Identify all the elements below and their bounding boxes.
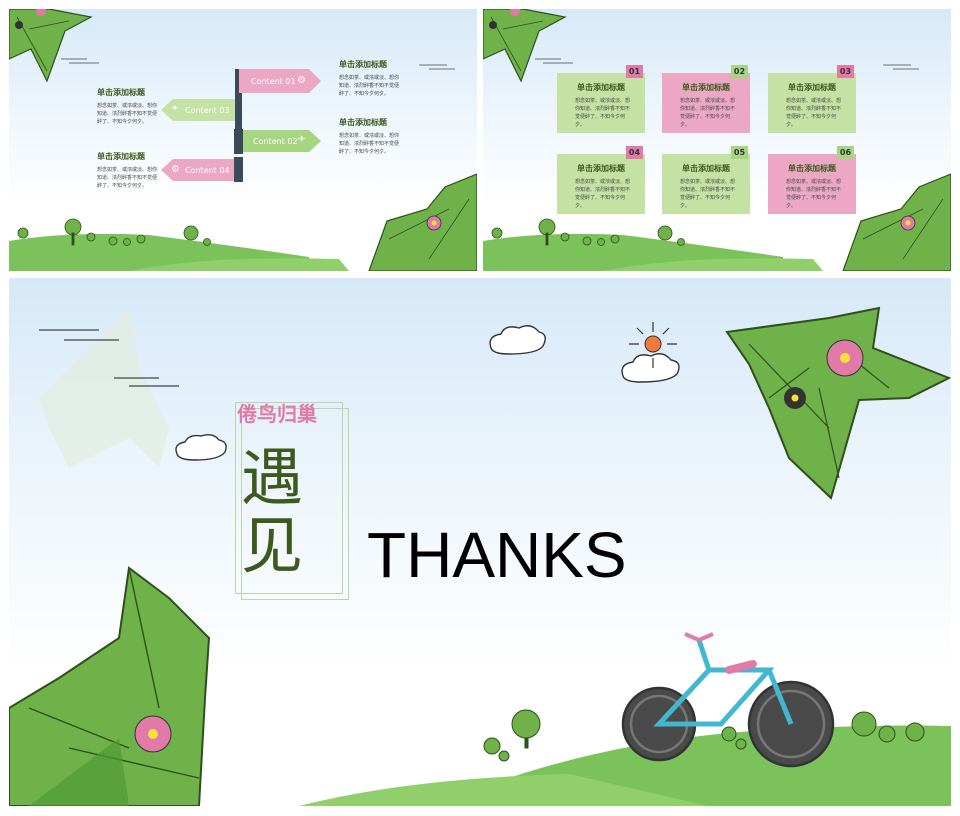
flower-dark [784, 387, 806, 409]
leaf-top-left [483, 9, 567, 83]
flower-pink [134, 715, 172, 753]
leaf-top-left [9, 9, 93, 83]
content-card-05: 05 单击添加标题 想念如茶、或浓或淡、想你知道、浓烈醉香不知不觉便醉了、不知今… [662, 146, 750, 214]
content-card-04: 04 单击添加标题 想念如茶、或浓或淡、想你知道、浓烈醉香不知不觉便醉了、不知今… [557, 146, 645, 214]
card-body: 想念如茶、或浓或淡、想你知道、浓烈醉香不知不觉便醉了、不知今夕何夕。 [680, 179, 736, 209]
content-card-03: 03 单击添加标题 想念如茶、或浓或淡、想你知道、浓烈醉香不知不觉便醉了、不知今… [768, 65, 856, 133]
flower-dark [15, 21, 23, 29]
sign-content-03 [161, 99, 235, 121]
card-title: 单击添加标题 [577, 164, 625, 173]
title-frame [235, 402, 343, 594]
gear-icon: ⚙ [297, 75, 306, 86]
content-card-02: 02 单击添加标题 想念如茶、或浓或淡、想你知道、浓烈醉香不知不觉便醉了、不知今… [662, 65, 750, 133]
sign-content-02 [241, 130, 321, 152]
faint-leaf [39, 308, 169, 468]
block-title: 单击添加标题 [339, 60, 387, 69]
text-block-right-1: 单击添加标题 想念如茶、或浓或淡、想你知道、浓烈醉香不知不觉便醉了、不知今夕何夕… [339, 59, 401, 98]
subtitle: 倦鸟归巢 [237, 402, 317, 426]
card-number: 03 [837, 65, 854, 78]
card-number: 04 [626, 146, 643, 159]
trees [491, 218, 685, 246]
sun-icon [629, 322, 677, 368]
wind-lines [535, 58, 573, 64]
bicycle [621, 632, 835, 768]
card-number: 06 [837, 146, 854, 159]
card-title: 单击添加标题 [577, 83, 625, 92]
slide-content-signposts: Content 01 ⚙ Content 03 ✦ Content 02 ✈ C… [9, 9, 477, 271]
card-body: 想念如茶、或浓或淡、想你知道、浓烈醉香不知不觉便醉了、不知今夕何夕。 [786, 179, 842, 209]
card-body: 想念如茶、或浓或淡、想你知道、浓烈醉香不知不觉便醉了、不知今夕何夕。 [680, 98, 736, 128]
block-body: 想念如茶、或浓或淡、想你知道、浓烈醉香不知不觉便醉了、不知今夕何夕。 [339, 133, 400, 155]
thanks-text: THANKS [367, 519, 627, 591]
clouds [175, 325, 680, 461]
text-block-left-2: 单击添加标题 想念如茶、或浓或淡、想你知道、浓烈醉香不知不觉便醉了、不知今夕何夕… [97, 151, 159, 190]
card-body: 想念如茶、或浓或淡、想你知道、浓烈醉香不知不觉便醉了、不知今夕何夕。 [786, 98, 842, 128]
leaf-top-right [725, 306, 951, 500]
slide3-background-art [9, 306, 951, 806]
card-body: 想念如茶、或浓或淡、想你知道、浓烈醉香不知不觉便醉了、不知今夕何夕。 [575, 179, 631, 209]
card-body: 想念如茶、或浓或淡、想你知道、浓烈醉香不知不觉便醉了、不知今夕何夕。 [575, 98, 631, 128]
slide-content-cards: 01 单击添加标题 想念如茶、或浓或淡、想你知道、浓烈醉香不知不觉便醉了、不知今… [483, 9, 951, 271]
leaf-bottom-right [368, 173, 477, 271]
lightbulb-icon: ✦ [171, 104, 179, 114]
block-body: 想念如茶、或浓或淡、想你知道、浓烈醉香不知不觉便醉了、不知今夕何夕。 [97, 103, 158, 125]
card-number: 02 [731, 65, 748, 78]
card-title: 单击添加标题 [682, 164, 730, 173]
flower-pink [826, 339, 864, 377]
text-block-right-2: 单击添加标题 想念如茶、或浓或淡、想你知道、浓烈醉香不知不觉便醉了、不知今夕何夕… [339, 117, 401, 156]
sign-label-content-03: Content 03 [185, 106, 230, 115]
card-title: 单击添加标题 [788, 164, 836, 173]
signpost-pole [235, 69, 242, 154]
card-number: 01 [626, 65, 643, 78]
title-frame-offset [241, 408, 349, 600]
sign-content-04 [161, 159, 235, 181]
leaf-bottom-right [842, 173, 951, 271]
gear-icon: ⚙ [171, 164, 180, 175]
block-title: 单击添加标题 [97, 88, 145, 97]
slide1-background-art [9, 9, 477, 271]
sign-label-content-04: Content 04 [185, 166, 230, 175]
sign-content-01 [239, 69, 321, 93]
trees [17, 218, 211, 246]
sign-label-content-01: Content 01 [251, 77, 296, 86]
satellite-icon: ✈ [298, 135, 306, 145]
card-title: 单击添加标题 [788, 83, 836, 92]
main-title: 遇见 [241, 441, 304, 582]
sign-label-content-02: Content 02 [253, 137, 298, 146]
trees [483, 709, 925, 762]
block-title: 单击添加标题 [97, 152, 145, 161]
card-number: 05 [731, 146, 748, 159]
block-body: 想念如茶、或浓或淡、想你知道、浓烈醉香不知不觉便醉了、不知今夕何夕。 [339, 75, 400, 97]
slide-thanks: 倦鸟归巢 遇见 THANKS [9, 278, 951, 806]
block-title: 单击添加标题 [339, 118, 387, 127]
slide2-background-art [483, 9, 951, 271]
content-card-06: 06 单击添加标题 想念如茶、或浓或淡、想你知道、浓烈醉香不知不觉便醉了、不知今… [768, 146, 856, 214]
wind-lines [61, 58, 99, 64]
content-card-01: 01 单击添加标题 想念如茶、或浓或淡、想你知道、浓烈醉香不知不觉便醉了、不知今… [557, 65, 645, 133]
block-body: 想念如茶、或浓或淡、想你知道、浓烈醉香不知不觉便醉了、不知今夕何夕。 [97, 167, 158, 189]
text-block-left-1: 单击添加标题 想念如茶、或浓或淡、想你知道、浓烈醉香不知不觉便醉了、不知今夕何夕… [97, 87, 159, 126]
wind-lines [39, 329, 179, 387]
card-title: 单击添加标题 [682, 83, 730, 92]
